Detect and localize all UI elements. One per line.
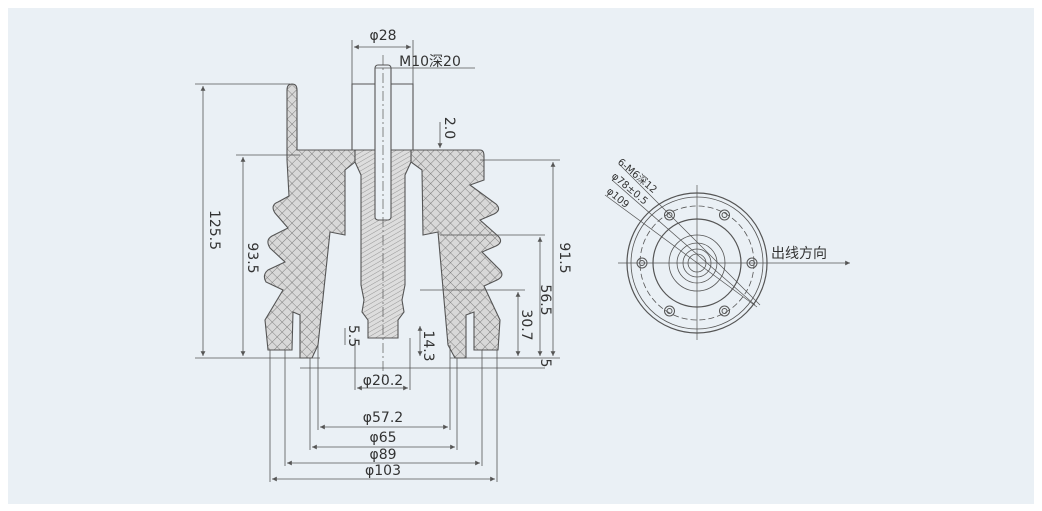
label-body-height: 93.5 bbox=[244, 242, 260, 273]
label-gap: 2.0 bbox=[441, 117, 457, 139]
insulator-side-view bbox=[263, 55, 503, 380]
label-total-height: 125.5 bbox=[206, 210, 222, 250]
thread-hole bbox=[374, 64, 392, 221]
label-d-slot: φ65 bbox=[369, 430, 396, 446]
insulator-bottom-view bbox=[604, 164, 850, 340]
label-conductor-bottom: 14.3 bbox=[420, 330, 436, 361]
insulator-left-half bbox=[263, 83, 356, 359]
label-thread: M10深20 bbox=[399, 54, 461, 70]
label-base-offset: 5 bbox=[537, 359, 553, 368]
label-conductor-offset: 5.5 bbox=[345, 325, 361, 347]
dimension-labels: φ28 M10深20 2.0 125.5 93.5 91.5 56.5 30.7… bbox=[206, 28, 572, 479]
label-top-diameter: φ28 bbox=[369, 28, 396, 44]
label-flange-height: 91.5 bbox=[556, 242, 572, 273]
label-d-outer: φ103 bbox=[365, 463, 401, 479]
drawing-panel bbox=[8, 8, 1034, 504]
label-d-base: φ89 bbox=[369, 447, 396, 463]
label-direction: 出线方向 bbox=[771, 246, 827, 262]
dimensions bbox=[195, 40, 560, 482]
label-slot-height: 30.7 bbox=[518, 309, 534, 340]
label-shed-height: 56.5 bbox=[537, 284, 553, 315]
label-d-conductor: φ20.2 bbox=[363, 373, 403, 389]
insulator-right-half bbox=[410, 149, 503, 359]
label-d-inner: φ57.2 bbox=[363, 410, 403, 426]
